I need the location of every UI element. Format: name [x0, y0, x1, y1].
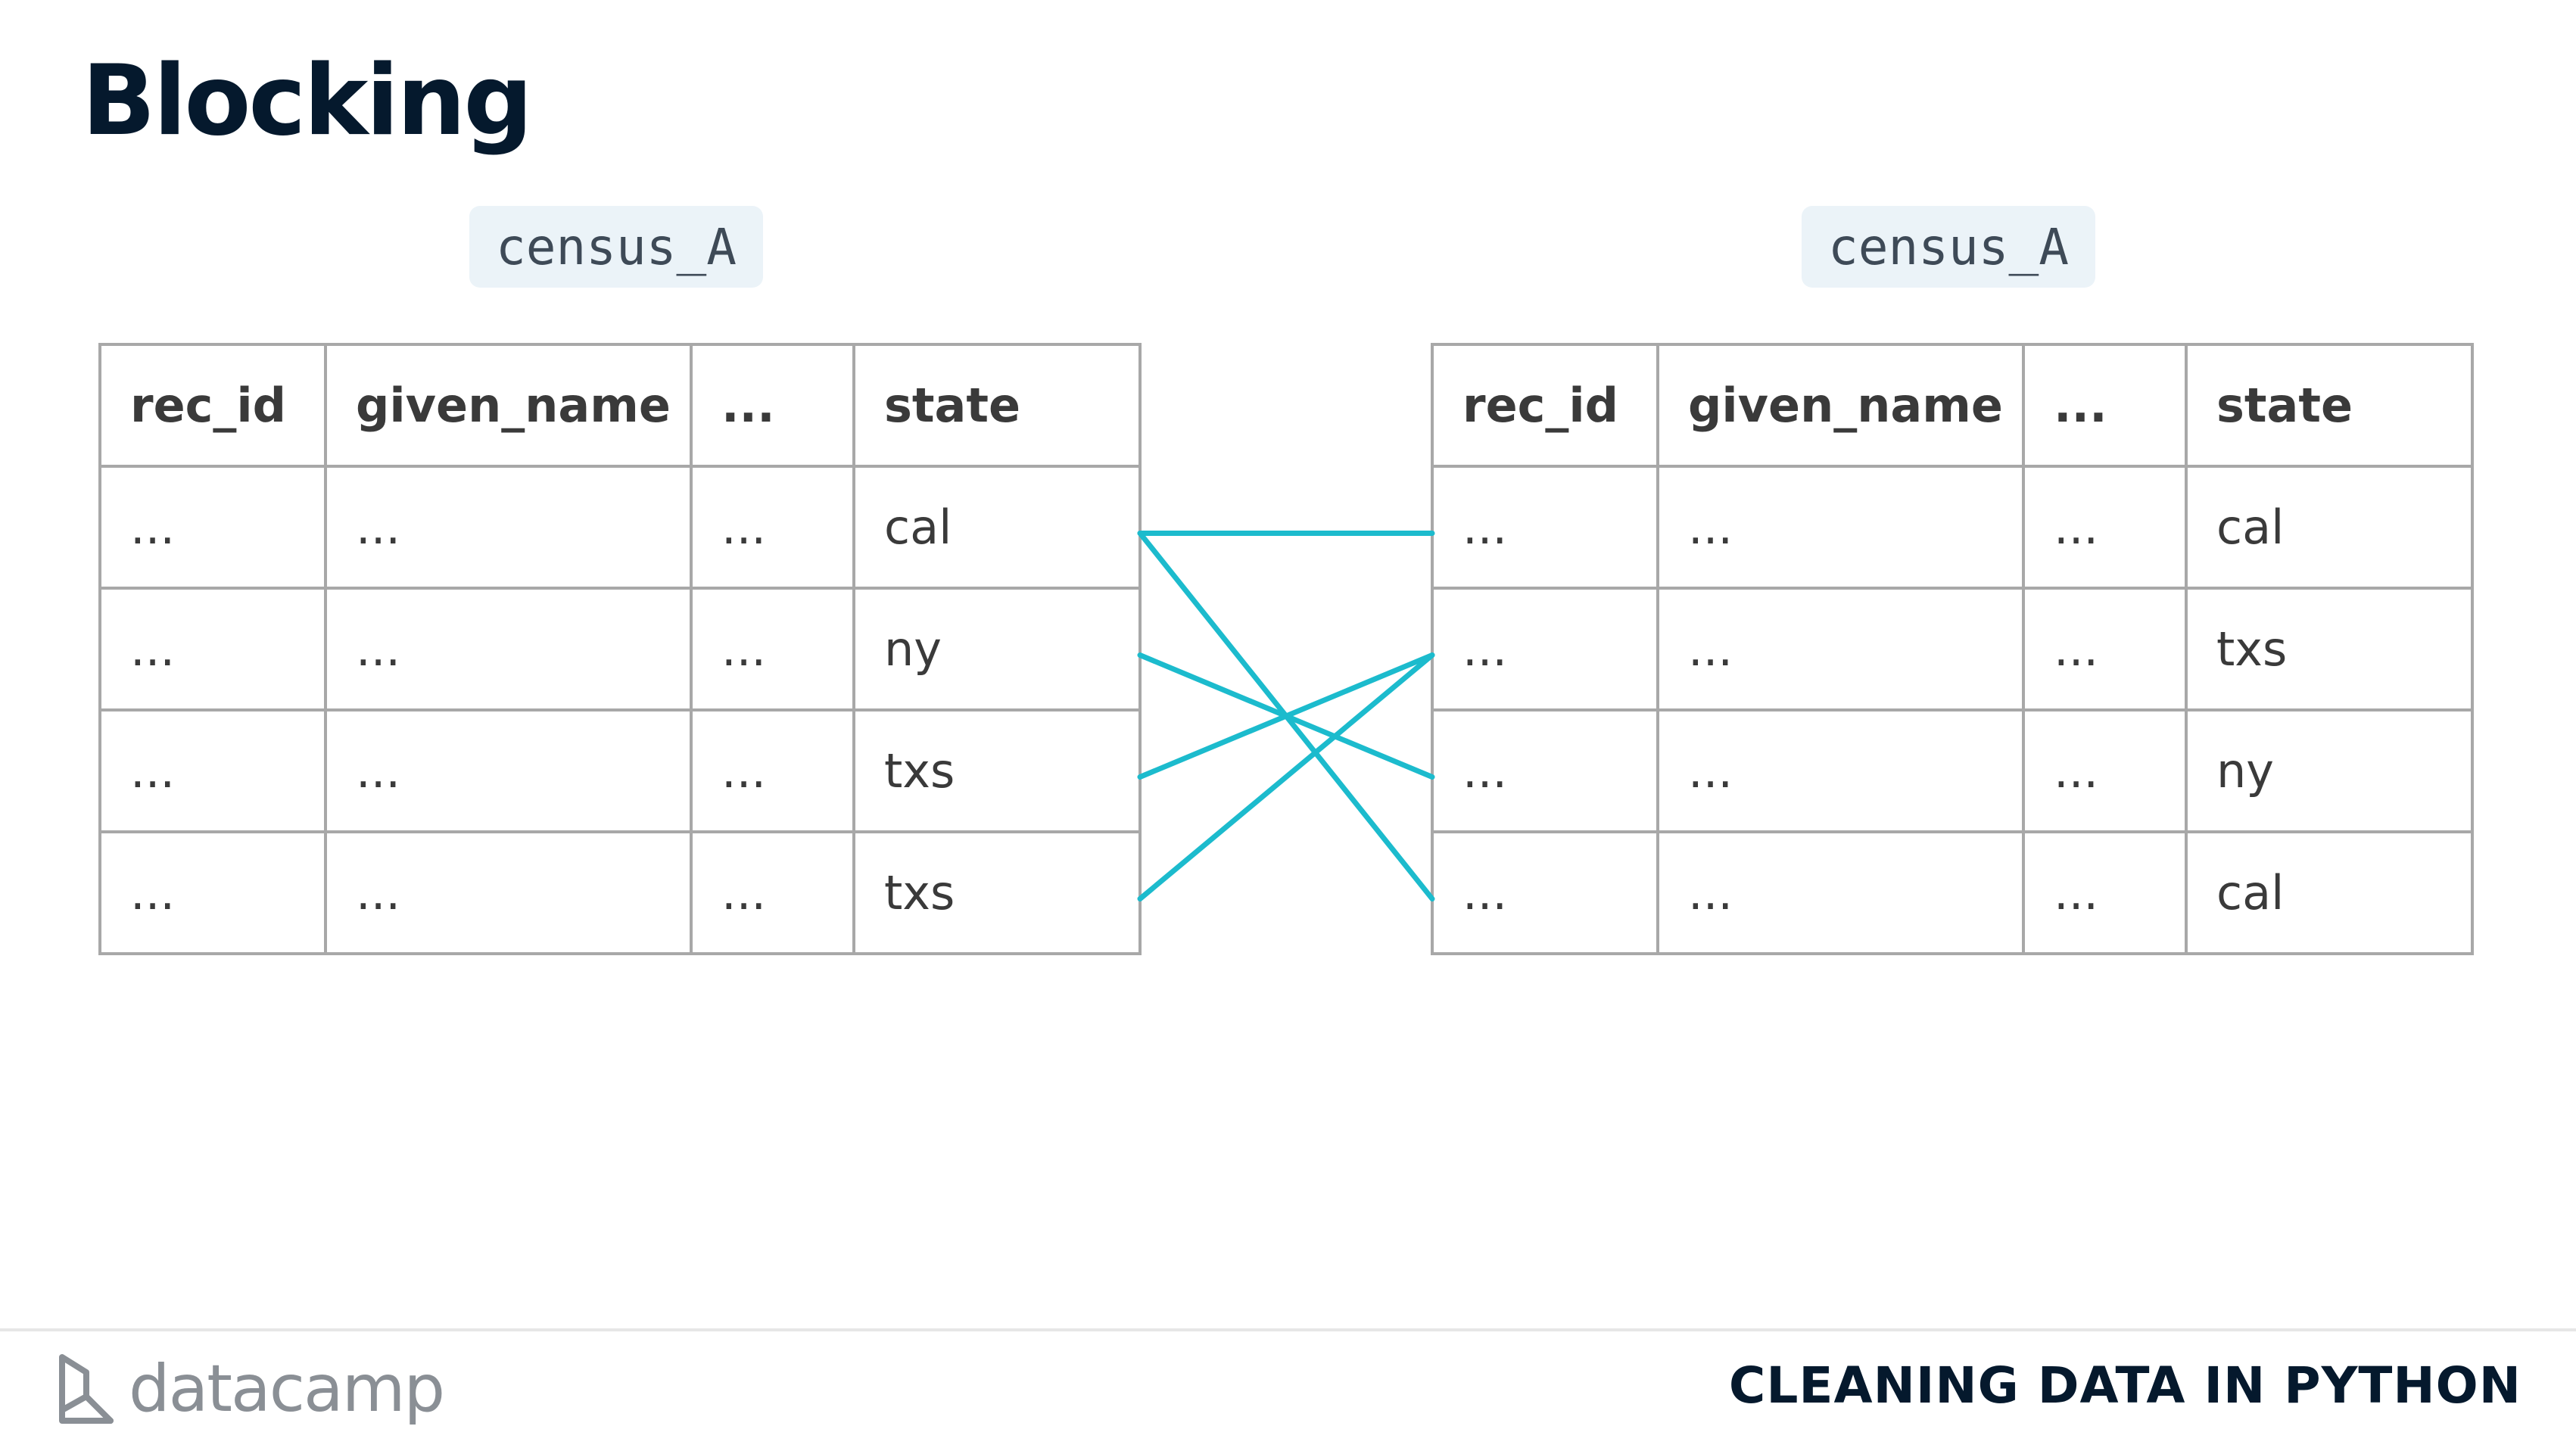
table-cell: ... — [1431, 830, 1659, 955]
column-header: rec_id — [1431, 343, 1659, 468]
course-title: CLEANING DATA IN PYTHON — [1728, 1356, 2521, 1415]
footer-divider — [0, 1328, 2576, 1331]
table-row: ... ... ... ny — [1431, 708, 2474, 833]
brand-logo: datacamp — [55, 1347, 445, 1431]
state-cell: txs — [852, 708, 1142, 833]
brand-name: datacamp — [129, 1351, 445, 1427]
table-cell: ... — [1431, 708, 1659, 833]
column-header: rec_id — [98, 343, 327, 468]
table-row: ... ... ... txs — [98, 830, 1142, 955]
table-cell: ... — [324, 830, 693, 955]
table-row: ... ... ... txs — [1431, 587, 2474, 711]
table-cell: ... — [98, 708, 327, 833]
table-cell: ... — [1656, 465, 2025, 590]
table-cell: ... — [1656, 708, 2025, 833]
table-row: ... ... ... txs — [98, 708, 1142, 833]
state-cell: txs — [2185, 587, 2474, 711]
table-cell: ... — [690, 465, 855, 590]
column-header: state — [852, 343, 1142, 468]
table-header-row: rec_id given_name ... state — [98, 343, 1142, 468]
table-cell: ... — [2022, 708, 2188, 833]
right-table-label: census_A — [1802, 206, 2095, 288]
table-cell: ... — [98, 587, 327, 711]
state-cell: cal — [852, 465, 1142, 590]
link-line — [1137, 652, 1435, 780]
table-cell: ... — [98, 830, 327, 955]
table-row: ... ... ... ny — [98, 587, 1142, 711]
table-cell: ... — [1431, 465, 1659, 590]
table-cell: ... — [2022, 830, 2188, 955]
state-cell: cal — [2185, 830, 2474, 955]
table-cell: ... — [1656, 830, 2025, 955]
link-line — [1137, 531, 1435, 901]
state-cell: cal — [2185, 465, 2474, 590]
table-cell: ... — [98, 465, 327, 590]
column-header: ... — [690, 343, 855, 468]
table-row: ... ... ... cal — [98, 465, 1142, 590]
table-cell: ... — [2022, 465, 2188, 590]
column-header: ... — [2022, 343, 2188, 468]
table-cell: ... — [1431, 587, 1659, 711]
link-line — [1137, 652, 1435, 780]
table-row: ... ... ... cal — [1431, 830, 2474, 955]
table-cell: ... — [690, 587, 855, 711]
column-header: state — [2185, 343, 2474, 468]
left-census-table: rec_id given_name ... state ... ... ... … — [98, 343, 1142, 955]
slide-title: Blocking — [82, 45, 533, 157]
state-cell: txs — [852, 830, 1142, 955]
link-line — [1137, 652, 1435, 901]
table-cell: ... — [324, 587, 693, 711]
table-cell: ... — [690, 708, 855, 833]
table-cell: ... — [690, 830, 855, 955]
right-census-table: rec_id given_name ... state ... ... ... … — [1431, 343, 2474, 955]
datacamp-logo-icon — [59, 1354, 114, 1424]
table-header-row: rec_id given_name ... state — [1431, 343, 2474, 468]
table-cell: ... — [2022, 587, 2188, 711]
table-cell: ... — [324, 465, 693, 590]
table-cell: ... — [1656, 587, 2025, 711]
left-table-label: census_A — [469, 206, 763, 288]
state-cell: ny — [2185, 708, 2474, 833]
table-cell: ... — [324, 708, 693, 833]
table-row: ... ... ... cal — [1431, 465, 2474, 590]
state-cell: ny — [852, 587, 1142, 711]
column-header: given_name — [1656, 343, 2025, 468]
column-header: given_name — [324, 343, 693, 468]
